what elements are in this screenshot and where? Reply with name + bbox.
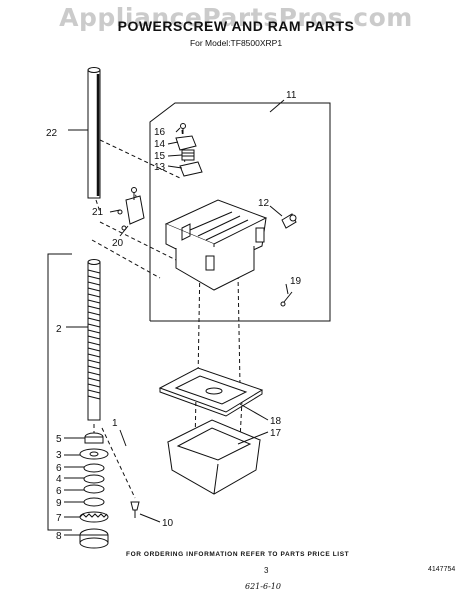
callout-13: 13	[154, 162, 166, 173]
callout-15: 15	[154, 151, 166, 162]
callout-2: 2	[56, 324, 62, 335]
housing-assembly	[164, 199, 268, 291]
callout-9: 9	[56, 498, 62, 509]
callout-7: 7	[56, 513, 62, 524]
assembly-1-bracket	[47, 253, 72, 531]
callout-16: 16	[154, 127, 166, 138]
parts-13-to-16	[175, 123, 203, 177]
leader-lines	[64, 99, 289, 536]
ordering-note: FOR ORDERING INFORMATION REFER TO PARTS …	[126, 551, 350, 558]
part-2-powerscrew	[87, 259, 101, 421]
handwritten-note: 621-6-10	[245, 582, 281, 591]
callout-6b: 6	[56, 486, 62, 497]
part-10-screw	[130, 501, 140, 518]
callout-8: 8	[56, 531, 62, 542]
part-20-bracket	[117, 187, 145, 231]
callout-22: 22	[46, 128, 58, 139]
callout-1: 1	[112, 418, 118, 429]
document-number: 4147754	[428, 566, 456, 573]
callout-10: 10	[162, 518, 174, 529]
callout-labels: 22 2 1 5 3 6 4 6 9 7 8 10 11 12 13 14 15…	[46, 90, 302, 542]
callout-14: 14	[154, 139, 166, 150]
part-17-tray	[166, 419, 262, 495]
part-18-plate	[158, 367, 264, 417]
callout-21: 21	[92, 207, 104, 218]
callout-4: 4	[56, 474, 62, 485]
diagram-title: POWERSCREW AND RAM PARTS	[117, 18, 355, 34]
callout-6a: 6	[56, 463, 62, 474]
callout-5: 5	[56, 434, 62, 445]
part-19-screw	[280, 291, 293, 307]
part-22-tube	[87, 67, 101, 199]
page-number: 3	[264, 566, 269, 575]
callout-11: 11	[286, 90, 297, 101]
callout-20: 20	[112, 238, 124, 249]
model-subtitle: For Model:TF8500XRP1	[189, 38, 283, 48]
callout-17: 17	[270, 428, 282, 439]
callout-19: 19	[290, 276, 302, 287]
callout-3: 3	[56, 450, 62, 461]
callout-12: 12	[258, 198, 270, 209]
bottom-stack	[79, 432, 109, 549]
assembly-11-box	[149, 102, 331, 322]
watermark: AppliancePartsPros.com	[59, 3, 413, 32]
callout-18: 18	[270, 416, 282, 427]
